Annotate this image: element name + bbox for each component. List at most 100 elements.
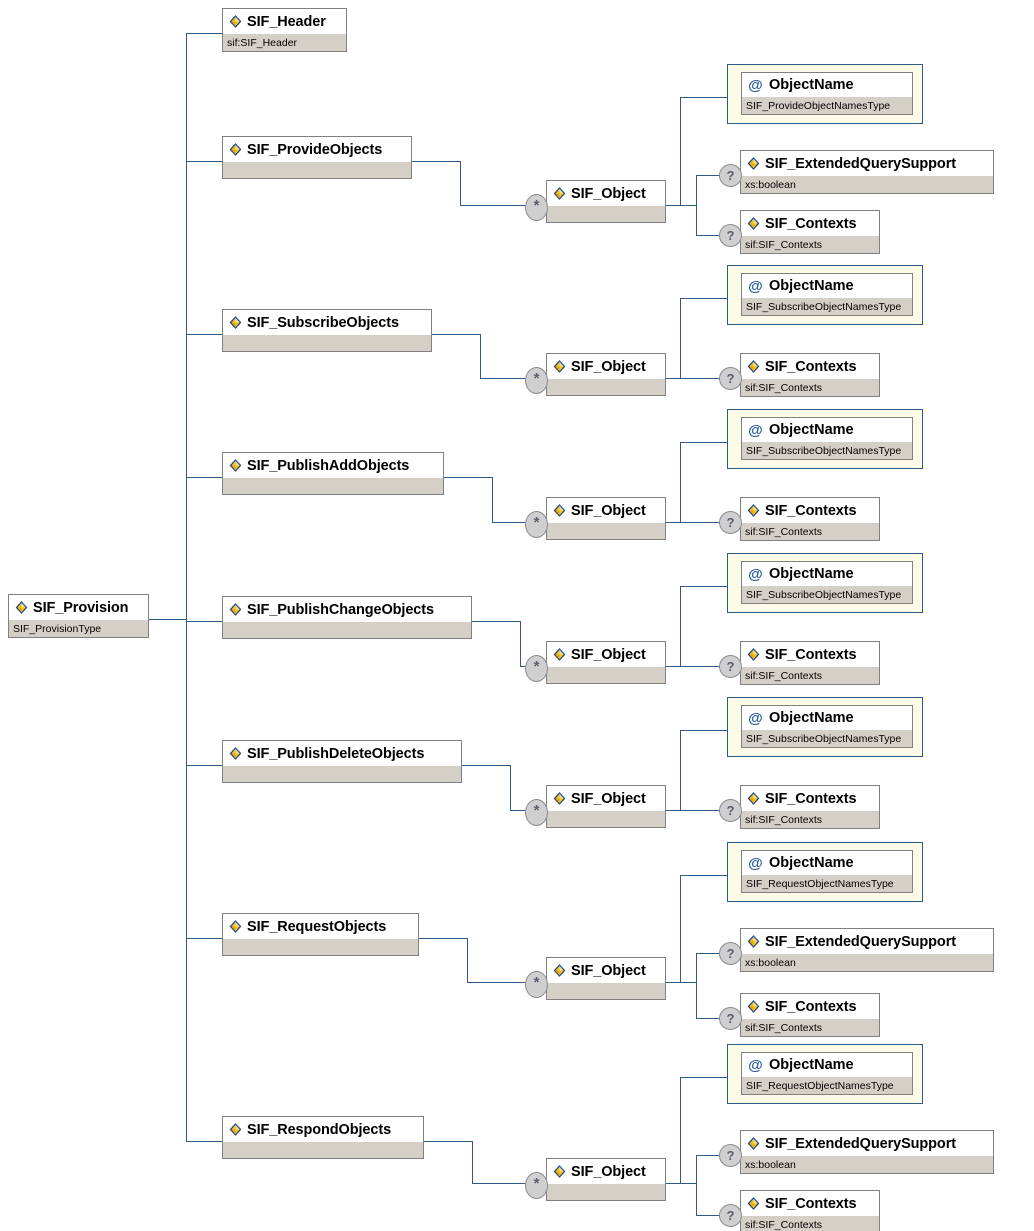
node-type: sif:SIF_Contexts: [741, 236, 879, 253]
node-label: SIF_ExtendedQuerySupport: [765, 933, 956, 950]
attribute-type: SIF_SubscribeObjectNamesType: [742, 586, 912, 603]
cardinality-badge-repeat[interactable]: *: [525, 194, 548, 221]
attribute-label: ObjectName: [769, 1057, 854, 1073]
xsd-element-icon: [746, 503, 761, 518]
node-sif-object[interactable]: SIF_Object: [546, 641, 666, 684]
node-sif-requestobjects[interactable]: SIF_RequestObjects: [222, 913, 419, 956]
attribute-type: SIF_SubscribeObjectNamesType: [742, 730, 912, 747]
attribute-type: SIF_SubscribeObjectNamesType: [742, 298, 912, 315]
xsd-element-icon: [746, 359, 761, 374]
connector-line: [696, 235, 719, 236]
connector-line: [680, 442, 681, 522]
cardinality-badge-repeat[interactable]: *: [525, 1172, 548, 1199]
attribute-label: ObjectName: [769, 566, 854, 582]
connector-line: [472, 621, 520, 622]
connector-line: [480, 378, 525, 379]
node-sif-object[interactable]: SIF_Object: [546, 180, 666, 223]
cardinality-badge-repeat[interactable]: *: [525, 367, 548, 394]
xsd-element-icon: [228, 602, 243, 617]
cardinality-badge-optional[interactable]: ?: [719, 1144, 742, 1167]
node-title: SIF_Object: [547, 1159, 665, 1184]
node-sif-publishdeleteobjects[interactable]: SIF_PublishDeleteObjects: [222, 740, 462, 783]
connector-line: [680, 1077, 681, 1183]
xsd-element-icon: [228, 458, 243, 473]
node-type: [547, 523, 665, 539]
node-sif-contexts[interactable]: SIF_Contexts sif:SIF_Contexts: [740, 210, 880, 254]
attribute-label: ObjectName: [769, 422, 854, 438]
cardinality-badge-repeat[interactable]: *: [525, 799, 548, 826]
node-type: sif:SIF_Contexts: [741, 667, 879, 684]
node-sif-object[interactable]: SIF_Object: [546, 957, 666, 1000]
cardinality-badge-optional[interactable]: ?: [719, 224, 742, 247]
node-label: SIF_Contexts: [765, 215, 857, 232]
cardinality-badge-optional[interactable]: ?: [719, 1204, 742, 1227]
connector-line: [666, 378, 696, 379]
connector-line: [666, 205, 696, 206]
node-title: SIF_Object: [547, 181, 665, 206]
node-sif-publishaddobjects[interactable]: SIF_PublishAddObjects: [222, 452, 444, 495]
connector-line: [186, 33, 187, 1141]
connector-line: [696, 175, 719, 176]
cardinality-badge-repeat[interactable]: *: [525, 655, 548, 682]
connector-line: [186, 765, 222, 766]
connector-line: [696, 953, 697, 1018]
xsd-element-icon: [552, 963, 567, 978]
cardinality-badge-optional[interactable]: ?: [719, 511, 742, 534]
cardinality-badge-optional[interactable]: ?: [719, 164, 742, 187]
xsd-element-icon: [746, 999, 761, 1014]
node-sif-object[interactable]: SIF_Object: [546, 497, 666, 540]
cardinality-badge-optional[interactable]: ?: [719, 367, 742, 390]
at-sign-icon: @: [748, 76, 763, 94]
attribute-label: ObjectName: [769, 710, 854, 726]
xsd-element-icon: [746, 156, 761, 171]
node-sif-provideobjects[interactable]: SIF_ProvideObjects: [222, 136, 412, 179]
node-sif-publishchangeobjects[interactable]: SIF_PublishChangeObjects: [222, 596, 472, 639]
connector-line: [696, 1215, 719, 1216]
cardinality-badge-optional[interactable]: ?: [719, 655, 742, 678]
node-type: [547, 1184, 665, 1200]
cardinality-badge-optional[interactable]: ?: [719, 942, 742, 965]
xsd-element-icon: [552, 647, 567, 662]
node-title: SIF_ProvideObjects: [223, 137, 411, 162]
at-sign-icon: @: [748, 421, 763, 439]
node-sif-object[interactable]: SIF_Object: [546, 1158, 666, 1201]
connector-line: [680, 875, 681, 982]
node-sif-subscribeobjects[interactable]: SIF_SubscribeObjects: [222, 309, 432, 352]
cardinality-badge-repeat[interactable]: *: [525, 971, 548, 998]
node-label: SIF_RespondObjects: [247, 1121, 392, 1138]
cardinality-badge-optional[interactable]: ?: [719, 799, 742, 822]
connector-line: [186, 33, 222, 34]
connector-line: [696, 1155, 697, 1215]
attribute-title: @ObjectName: [742, 274, 912, 298]
connector-line: [666, 982, 696, 983]
connector-line: [696, 953, 719, 954]
node-label: SIF_Object: [571, 185, 646, 202]
node-type: [223, 335, 431, 351]
cardinality-badge-optional[interactable]: ?: [719, 1007, 742, 1030]
xsd-element-icon: [746, 216, 761, 231]
cardinality-badge-repeat[interactable]: *: [525, 511, 548, 538]
node-sif-object[interactable]: SIF_Object: [546, 353, 666, 396]
node-sif-respondobjects[interactable]: SIF_RespondObjects: [222, 1116, 424, 1159]
xsd-element-icon: [552, 186, 567, 201]
node-sif-object[interactable]: SIF_Object: [546, 785, 666, 828]
